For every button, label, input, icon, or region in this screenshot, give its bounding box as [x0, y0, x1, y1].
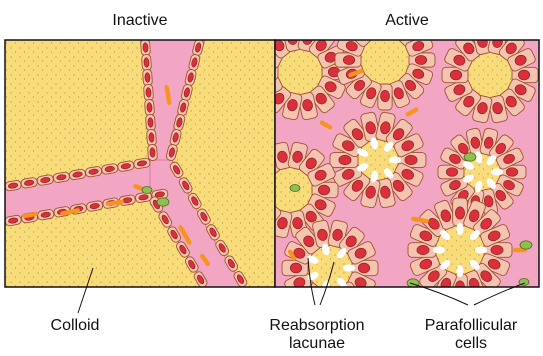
active-follicle: [282, 219, 378, 316]
nucleus: [417, 245, 429, 254]
follicular-cell: [147, 144, 157, 161]
inactive-panel: [4, 39, 275, 289]
parafollicular-cell: [142, 187, 152, 194]
reabsorption-lacuna: [389, 157, 401, 164]
nucleus: [415, 55, 426, 64]
nucleus: [405, 155, 417, 165]
follicular-cell: [145, 114, 155, 131]
reabsorption-lacuna: [457, 265, 464, 277]
active-panel-title: Active: [385, 12, 429, 29]
nucleus: [148, 118, 154, 128]
parafollicular-cell: [157, 198, 169, 206]
reabsorption-lacuna: [475, 247, 487, 254]
follicular-cell: [140, 39, 150, 56]
reabsorption-label-line2: lacunae: [289, 335, 345, 351]
nucleus: [147, 103, 153, 113]
columnar-cell: [327, 288, 348, 317]
nucleus: [339, 155, 351, 165]
nucleus: [450, 70, 461, 80]
nucleus: [491, 245, 503, 254]
reabsorption-lacuna: [457, 223, 464, 235]
inactive-panel-title: Inactive: [112, 12, 167, 29]
active-panel: [242, 10, 539, 317]
active-follicle: [330, 112, 426, 209]
reabsorption-lacuna: [491, 169, 503, 176]
nucleus: [144, 58, 150, 68]
follicular-cell: [143, 84, 153, 101]
nucleus: [316, 294, 328, 307]
columnar-cell: [359, 11, 382, 40]
colloid-label: Colloid: [51, 317, 100, 334]
nucleus: [143, 43, 149, 53]
follicular-cell: [142, 69, 152, 86]
reabsorption-label-line1: Reabsorption: [269, 317, 364, 334]
nucleus: [150, 148, 156, 158]
nucleus: [455, 207, 464, 219]
reabsorption-lacuna: [343, 265, 355, 272]
nucleus: [518, 70, 529, 80]
columnar-cell: [312, 288, 333, 317]
nucleus: [365, 20, 378, 34]
nucleus: [318, 185, 329, 195]
nucleus: [290, 263, 301, 273]
follicular-cell: [144, 99, 154, 116]
nucleus: [145, 73, 151, 83]
nucleus: [149, 133, 155, 143]
parafollicular-cell: [407, 279, 419, 287]
nucleus: [343, 55, 354, 64]
parafollicular-cell: [290, 185, 300, 192]
nucleus: [344, 287, 359, 302]
follicular-cell: [146, 129, 156, 146]
nucleus: [446, 168, 457, 177]
nucleus: [380, 90, 389, 101]
parafollicular-label-line2: cells: [455, 335, 487, 351]
nucleus: [358, 263, 369, 273]
parafollicular-cell: [464, 153, 476, 161]
parafollicular-label-line1: Parafollicular: [425, 317, 518, 334]
nucleus: [506, 168, 517, 177]
reabsorption-lacuna: [433, 247, 445, 254]
parafollicular-cell: [520, 241, 532, 249]
active-follicle: [442, 26, 538, 123]
follicular-cell: [141, 54, 151, 71]
nucleus: [146, 88, 152, 98]
nucleus: [331, 294, 343, 307]
